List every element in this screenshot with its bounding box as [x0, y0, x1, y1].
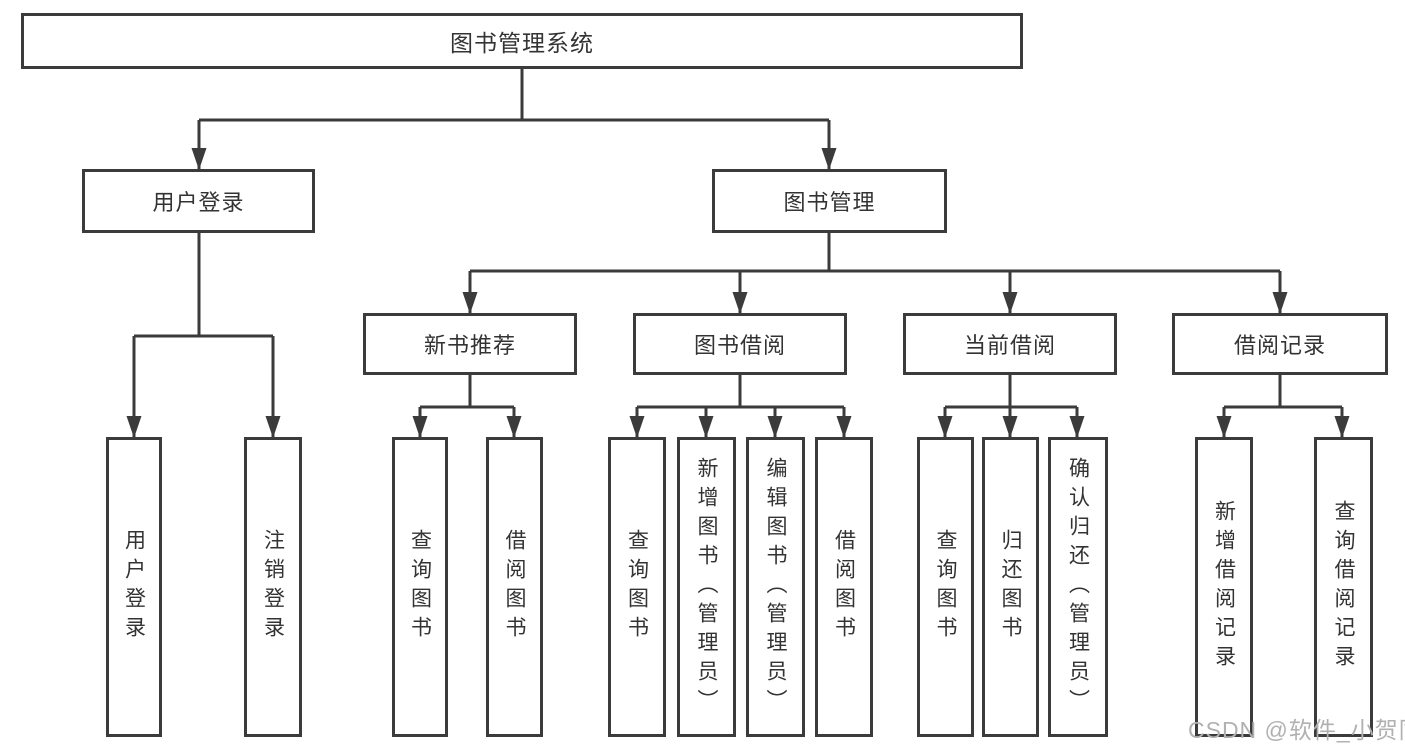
leaf-label: 注销登录	[261, 529, 285, 645]
leaf-label: 查询图书	[625, 529, 649, 645]
node-label: 图书管理系统	[450, 30, 594, 56]
leaf-borrow-books-recommend: 借阅图书	[486, 437, 543, 737]
leaf-label: 确认归还（管理员）	[1066, 456, 1090, 718]
node-label: 图书管理	[783, 190, 876, 215]
node-book-borrowing: 图书借阅	[633, 313, 847, 375]
leaf-borrow-books-borrowing: 借阅图书	[815, 437, 873, 737]
node-label: 用户登录	[152, 190, 245, 215]
leaf-return-books: 归还图书	[982, 437, 1039, 737]
node-borrowing-records: 借阅记录	[1172, 313, 1388, 375]
node-user-login: 用户登录	[82, 169, 315, 233]
leaf-add-borrow-record: 新增借阅记录	[1195, 437, 1253, 737]
node-label: 当前借阅	[963, 333, 1056, 358]
leaf-edit-book-admin: 编辑图书（管理员）	[746, 437, 805, 737]
leaf-confirm-return-admin: 确认归还（管理员）	[1048, 437, 1108, 737]
node-label: 新书推荐	[423, 333, 516, 358]
leaf-query-books-borrowing: 查询图书	[608, 437, 666, 737]
leaf-label: 新增借阅记录	[1212, 500, 1236, 674]
leaf-label: 借阅图书	[503, 529, 526, 645]
leaf-label: 新增图书（管理员）	[695, 456, 718, 718]
watermark: CSDN @软件_小贺同学	[1188, 717, 1405, 743]
node-new-book-recommend: 新书推荐	[363, 313, 577, 375]
leaf-query-books-recommend: 查询图书	[392, 437, 448, 737]
leaf-query-borrow-record: 查询借阅记录	[1314, 437, 1373, 737]
leaf-label: 编辑图书（管理员）	[764, 456, 787, 718]
leaf-label: 查询借阅记录	[1332, 500, 1355, 674]
leaf-add-book-admin: 新增图书（管理员）	[677, 437, 736, 737]
leaf-label: 查询图书	[934, 529, 957, 645]
node-root: 图书管理系统	[21, 13, 1023, 69]
leaf-label: 归还图书	[999, 529, 1022, 645]
leaf-user-login: 用户登录	[106, 437, 162, 737]
node-current-borrowing: 当前借阅	[903, 313, 1117, 375]
leaf-label: 查询图书	[408, 529, 432, 645]
leaf-label: 借阅图书	[832, 529, 856, 645]
leaf-logout: 注销登录	[244, 437, 302, 737]
node-book-management: 图书管理	[712, 169, 947, 233]
leaf-label: 用户登录	[122, 529, 146, 645]
leaf-query-books-current: 查询图书	[917, 437, 974, 737]
node-label: 图书借阅	[693, 333, 786, 358]
node-label: 借阅记录	[1233, 333, 1326, 358]
